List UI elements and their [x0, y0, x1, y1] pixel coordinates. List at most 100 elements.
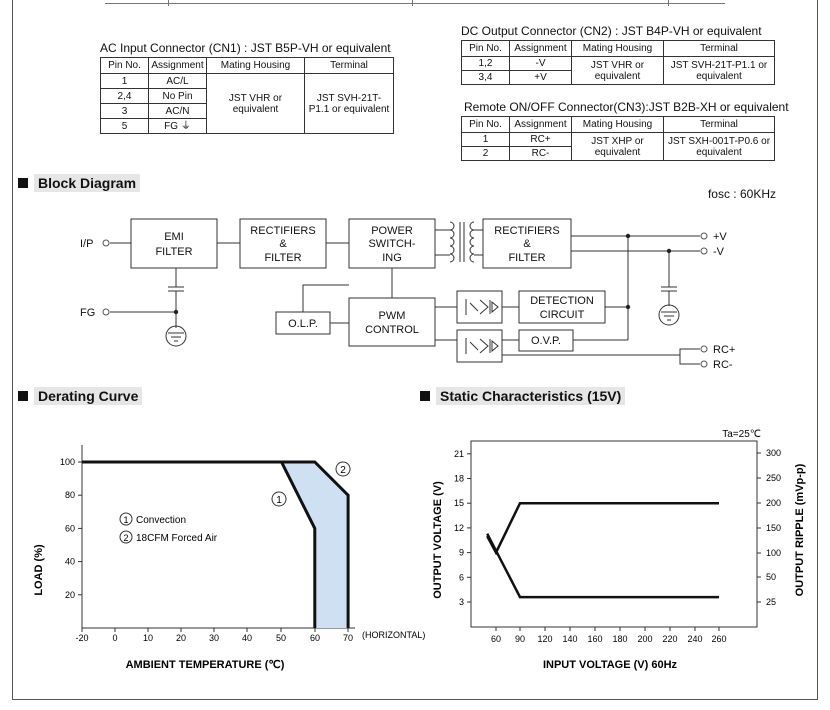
static-x-tick-label: 200 [637, 634, 652, 644]
rect1-line2: & [279, 238, 287, 250]
power-line3: ING [382, 252, 402, 264]
table-cell: +V [509, 70, 572, 85]
power-line2: SWITCH- [368, 238, 415, 250]
static-y-tick-label: 6 [459, 572, 464, 582]
block-diagram-heading: Block Diagram [18, 174, 141, 192]
fg-label: FG [80, 307, 95, 319]
legend-mark-1-num: 1 [123, 515, 128, 525]
ovp-label: O.V.P. [531, 335, 561, 347]
static-x-tick-label: 60 [491, 634, 501, 644]
rect1-line1: RECTIFIERS [250, 225, 315, 237]
static-y-tick-label: 12 [454, 523, 464, 533]
ip-label: I/P [80, 238, 93, 250]
detect-line2: CIRCUIT [540, 309, 585, 321]
legend-forced-air: 18CFM Forced Air [136, 533, 218, 544]
derating-heading: Derating Curve [18, 387, 143, 405]
static-x-tick-label: 140 [562, 634, 577, 644]
static-x-tick-label: 90 [515, 634, 525, 644]
table-cell: JST SXH-001T-P0.6 or equivalent [663, 132, 775, 161]
static-x-tick-label: 220 [662, 634, 677, 644]
static-x-tick-label: 120 [537, 634, 552, 644]
rect2-line3: FILTER [508, 252, 545, 264]
table-cell: JST XHP or equivalent [571, 132, 664, 161]
fg-label: FG [164, 120, 179, 132]
derating-y-tick-label: 100 [60, 457, 75, 467]
table-cell: JST VHR or equivalent [571, 56, 664, 85]
derating-x-tick-label: 20 [176, 633, 186, 643]
static-y2-tick-label: 25 [766, 597, 776, 607]
static-y2-tick-label: 150 [766, 523, 781, 533]
rcplus-terminal [700, 345, 708, 353]
top-tick [412, 0, 413, 6]
top-tick [668, 0, 669, 6]
rcminus-label: RC- [713, 359, 733, 371]
static-y-tick-label: 18 [454, 474, 464, 484]
derating-x-tick-label: 70 [343, 633, 353, 643]
power-line1: POWER [371, 225, 413, 237]
derating-x-tick-label: 40 [242, 633, 252, 643]
static-line-ripple [486, 533, 719, 599]
derating-x-tick-label: 0 [112, 633, 117, 643]
derating-x-tick-label: 30 [209, 633, 219, 643]
vplus-terminal [700, 232, 708, 240]
vminus-label: -V [713, 246, 725, 258]
derating-y-tick-label: 80 [65, 490, 75, 500]
static-y2-tick-label: 50 [766, 572, 776, 582]
derating-x-tick-label: 60 [310, 633, 320, 643]
table-cell: FG ⏚ [148, 118, 207, 134]
cn3-title: Remote ON/OFF Connector(CN3):JST B2B-XH … [464, 100, 789, 114]
derating-y-tick-label: 40 [65, 557, 75, 567]
curve-mark-1 [271, 491, 287, 507]
legend-mark-2-num: 2 [123, 533, 128, 543]
static-x-tick-label: 260 [711, 634, 726, 644]
static-y2-tick-label: 250 [766, 473, 781, 483]
static-plot-frame [470, 440, 758, 628]
rect2-line2: & [523, 238, 531, 250]
ip-terminal [102, 239, 110, 247]
page-frame [12, 0, 818, 700]
rect2-line1: RECTIFIERS [494, 225, 559, 237]
curve-mark-1-num: 1 [276, 495, 282, 506]
derating-x-tick-label: 50 [276, 633, 286, 643]
derating-x-tick-label: 10 [143, 633, 153, 643]
legend-mark-1 [119, 512, 133, 526]
legend-convection: Convection [136, 515, 186, 526]
static-y-tick-label: 15 [454, 498, 464, 508]
derating-y-tick-label: 20 [65, 590, 75, 600]
pwm-line1: PWM [379, 310, 406, 322]
emi-line1: EMI [164, 231, 184, 243]
derating-xlabel: AMBIENT TEMPERATURE (℃) [126, 659, 285, 671]
top-tick [168, 0, 169, 6]
static-y2-tick-label: 200 [766, 498, 781, 508]
static-y-tick-label: 3 [459, 597, 464, 607]
table-cell: JST SVH-21T-P1.1 or equivalent [304, 73, 394, 134]
rect1-line3: FILTER [264, 252, 301, 264]
optocoupler-lower [456, 329, 503, 363]
derating-ylabel: LOAD (%) [33, 544, 45, 596]
rectifiers2-box [482, 218, 572, 269]
static-x-tick-label: 180 [612, 634, 627, 644]
cn1-table: Pin No. Assignment Mating Housing Termin… [100, 57, 394, 134]
cn2-table: Pin No. Assignment Mating Housing Termin… [461, 40, 775, 85]
rcminus-terminal [700, 360, 708, 368]
static-y2-tick-label: 300 [766, 448, 781, 458]
derating-xunit: (HORIZONTAL) [362, 630, 425, 640]
static-line-voltage [486, 501, 719, 556]
curve-mark-2-num: 2 [340, 465, 346, 476]
curve-mark-2 [335, 461, 351, 477]
static-heading: Static Characteristics (15V) [420, 387, 626, 405]
rcplus-label: RC+ [713, 344, 735, 356]
detect-line1: DETECTION [530, 295, 594, 307]
cn2-title: DC Output Connector (CN2) : JST B4P-VH o… [461, 24, 762, 38]
legend-mark-2 [119, 530, 133, 544]
static-y2-tick-label: 100 [766, 548, 781, 558]
emi-line2: FILTER [155, 246, 192, 258]
fosc-label: fosc : 60KHz [708, 187, 776, 201]
top-rule [105, 3, 725, 4]
vminus-terminal [700, 247, 708, 255]
pwm-line2: CONTROL [365, 324, 419, 336]
olp-label: O.L.P. [288, 318, 318, 330]
